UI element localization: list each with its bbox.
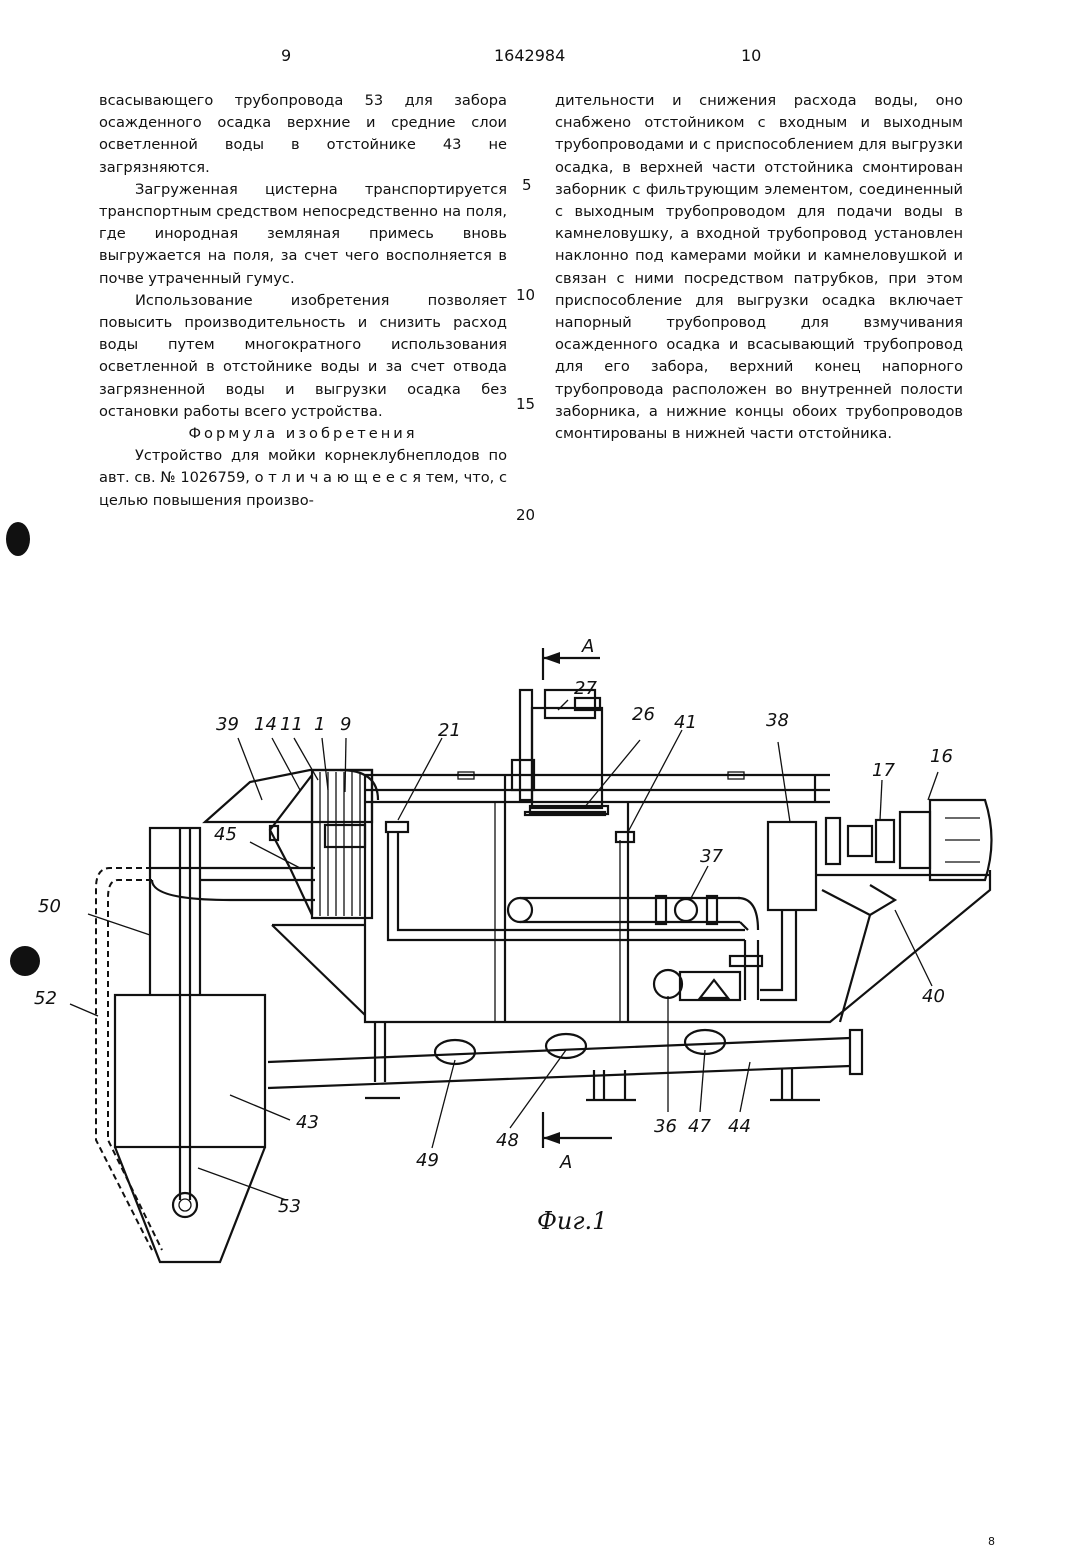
label-41: 41 xyxy=(674,712,697,733)
main-housing xyxy=(272,772,990,1100)
right-text-column: дительности и снижения расхода воды, оно… xyxy=(555,90,963,445)
label-21: 21 xyxy=(438,720,461,741)
label-14: 14 xyxy=(254,714,277,735)
left-paragraph-3: Использование изобретения позволяет повы… xyxy=(99,290,507,423)
label-37: 37 xyxy=(700,846,723,867)
label-49: 49 xyxy=(416,1150,439,1171)
label-40: 40 xyxy=(922,986,945,1007)
label-36: 36 xyxy=(654,1116,677,1137)
right-paragraph-1: дительности и снижения расхода воды, оно… xyxy=(555,90,963,445)
page-number-right: 10 xyxy=(741,46,761,65)
line-number-10: 10 xyxy=(516,286,535,304)
footer-mark: 8 xyxy=(988,1535,995,1548)
claims-heading: Формула изобретения xyxy=(99,423,507,445)
label-27: 27 xyxy=(574,678,597,699)
left-paragraph-4: Устройство для мойки корнеклубнеплодов п… xyxy=(99,445,507,512)
label-53: 53 xyxy=(278,1196,301,1217)
line-number-20: 20 xyxy=(516,506,535,524)
label-50: 50 xyxy=(38,896,61,917)
motor xyxy=(826,800,992,880)
left-paragraph-2: Загруженная цистерна транспортируется тр… xyxy=(99,179,507,290)
left-text-column: всасывающего трубопровода 53 для забора … xyxy=(99,90,507,512)
label-43: 43 xyxy=(296,1112,319,1133)
label-52: 52 xyxy=(34,988,57,1009)
section-mark-bottom xyxy=(543,1112,612,1148)
label-39: 39 xyxy=(216,714,239,735)
line-number-5: 5 xyxy=(522,176,532,194)
label-11: 11 xyxy=(280,714,303,735)
label-26: 26 xyxy=(632,704,655,725)
figure-caption: Фиг.1 xyxy=(537,1207,607,1235)
sludge-chute xyxy=(822,885,895,1022)
label-48: 48 xyxy=(496,1130,519,1151)
left-paragraph-1: всасывающего трубопровода 53 для забора … xyxy=(99,90,507,179)
water-tank xyxy=(760,822,816,1000)
label-17: 17 xyxy=(872,760,895,781)
section-label-top: A xyxy=(581,636,594,657)
pump xyxy=(654,970,740,1000)
inlet-pipe xyxy=(268,1030,862,1088)
label-45: 45 xyxy=(214,824,237,845)
line-number-15: 15 xyxy=(516,395,535,413)
label-44: 44 xyxy=(728,1116,751,1137)
label-1: 1 xyxy=(314,714,325,735)
section-label-bottom: A xyxy=(559,1152,572,1173)
label-47: 47 xyxy=(688,1116,711,1137)
patent-number: 1642984 xyxy=(494,46,565,65)
label-9: 9 xyxy=(340,714,351,735)
binding-hole-top xyxy=(6,522,30,556)
label-38: 38 xyxy=(766,710,789,731)
label-16: 16 xyxy=(930,746,953,767)
page-number-left: 9 xyxy=(281,46,291,65)
